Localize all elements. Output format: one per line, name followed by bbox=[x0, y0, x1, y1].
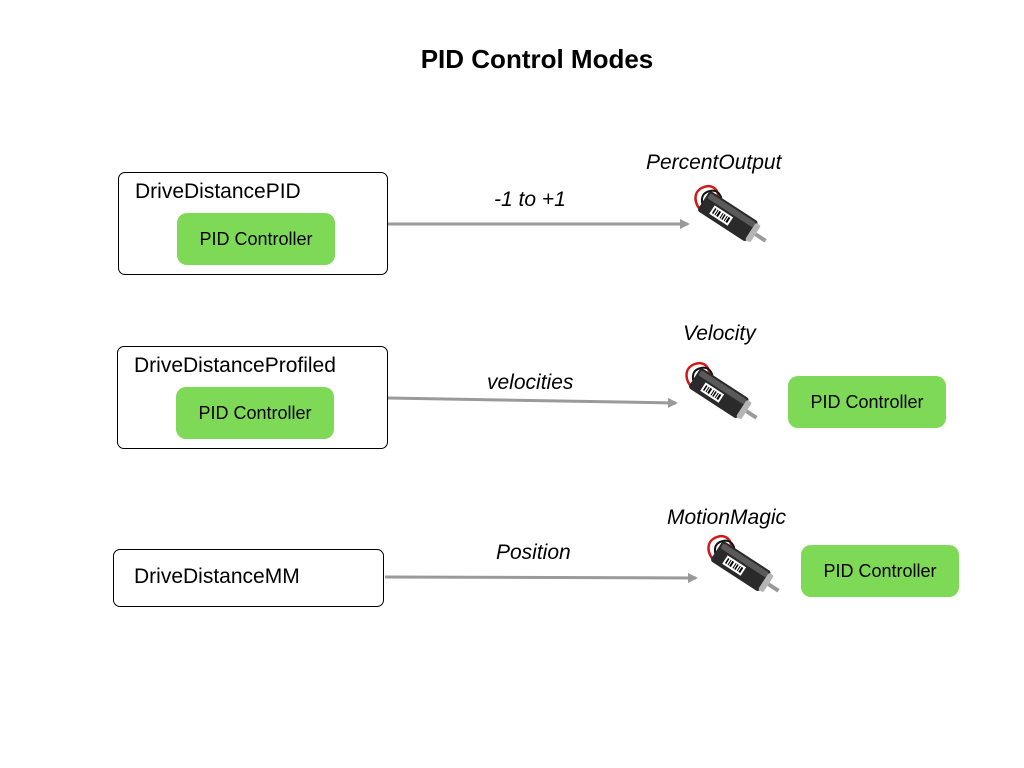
control-mode-label: MotionMagic bbox=[667, 506, 787, 529]
command-label: DriveDistanceMM bbox=[134, 565, 300, 588]
pid-controller-block: PID Controller bbox=[788, 376, 946, 428]
signal-label: velocities bbox=[487, 371, 574, 394]
command-label: DriveDistanceProfiled bbox=[134, 354, 336, 377]
control-mode-label: Velocity bbox=[683, 322, 756, 345]
signal-label: -1 to +1 bbox=[494, 188, 566, 211]
pid-controller-block: PID Controller bbox=[176, 387, 334, 439]
signal-arrow bbox=[384, 572, 698, 583]
motor-icon bbox=[694, 184, 774, 253]
motor-icon bbox=[707, 534, 787, 603]
diagram-title: PID Control Modes bbox=[420, 44, 654, 74]
signal-label: Position bbox=[496, 541, 571, 564]
pid-controller-block: PID Controller bbox=[801, 545, 959, 597]
motor-icon bbox=[685, 361, 765, 430]
command-box-drive-distance-mm bbox=[113, 549, 384, 607]
control-mode-label: PercentOutput bbox=[646, 151, 782, 174]
pid-controller-block: PID Controller bbox=[177, 213, 335, 265]
command-label: DriveDistancePID bbox=[135, 180, 301, 203]
signal-arrow bbox=[387, 396, 678, 408]
